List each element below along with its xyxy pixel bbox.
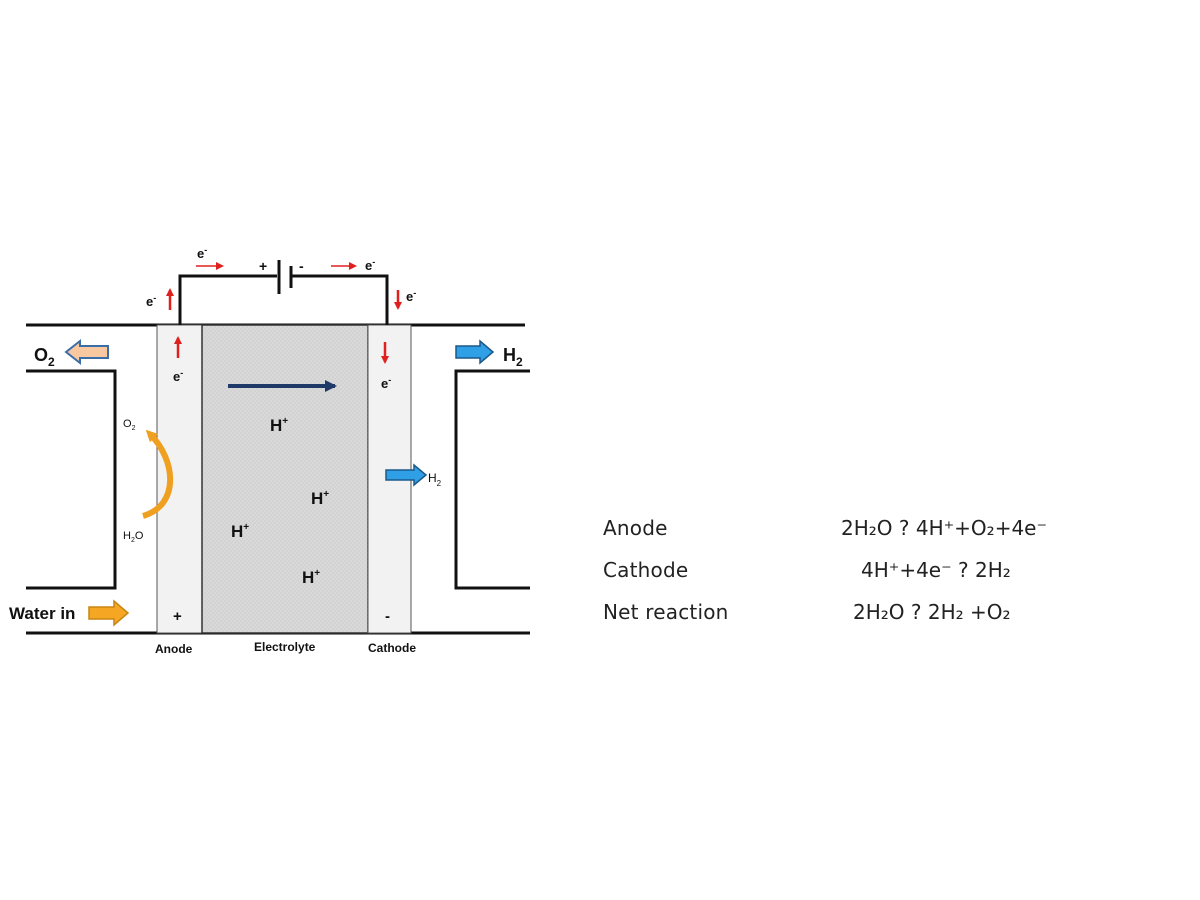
cathode-reaction-equation: 4H⁺+4e⁻ ? 2H₂ (861, 558, 1011, 582)
proton-label-2: H+ (311, 489, 329, 508)
o2-outlet-arrow (64, 338, 109, 366)
reaction-equations: Anode 2H₂O ? 4H⁺+O₂+4e⁻ Cathode 4H⁺+4e⁻ … (603, 514, 1163, 640)
net-reaction-equation: 2H₂O ? 2H₂ +O₂ (853, 600, 1011, 624)
battery-minus-sign: - (299, 258, 304, 274)
h2-cathode-label: H2 (428, 471, 442, 488)
electrolyte-label: Electrolyte (254, 640, 316, 654)
electron-label-anode-wire: e- (146, 293, 156, 309)
anode-plus-sign: + (173, 608, 182, 625)
anode-reaction-row: Anode 2H₂O ? 4H⁺+O₂+4e⁻ (603, 514, 1163, 556)
electron-label-anode: e- (173, 368, 183, 384)
water-oxidation-curved-arrow (141, 429, 174, 519)
net-reaction-name: Net reaction (603, 600, 729, 624)
h2-cathode-arrow (385, 463, 428, 487)
anode-label: Anode (155, 642, 193, 656)
cathode-reaction-row: Cathode 4H⁺+4e⁻ ? 2H₂ (603, 556, 1163, 598)
cathode-label: Cathode (368, 641, 416, 655)
proton-label-3: H+ (231, 522, 249, 541)
external-circuit-wire (178, 274, 389, 325)
electron-label-top-right: e- (365, 257, 375, 273)
o2-anode-label: O2 (123, 418, 136, 432)
anode-reaction-name: Anode (603, 516, 668, 540)
proton-label-4: H+ (302, 568, 320, 587)
h2-outlet-label: H2 (503, 345, 523, 369)
water-in-label: Water in (9, 604, 75, 623)
electron-label-top-left: e- (197, 245, 207, 261)
electrolyte-region (201, 324, 369, 634)
electron-label-cathode: e- (381, 375, 391, 391)
net-reaction-row: Net reaction 2H₂O ? 2H₂ +O₂ (603, 598, 1163, 640)
battery-plus-sign: + (259, 258, 267, 274)
h2o-anode-label: H2O (123, 530, 144, 544)
anode-reaction-equation: 2H₂O ? 4H⁺+O₂+4e⁻ (841, 516, 1048, 540)
cathode-reaction-name: Cathode (603, 558, 689, 582)
water-in-arrow (88, 599, 130, 627)
h2-outlet-arrow (455, 339, 495, 365)
anode-electrode (156, 324, 203, 634)
proton-label-1: H+ (270, 416, 288, 435)
electron-label-cathode-wire: e- (406, 288, 416, 304)
cathode-minus-sign: - (385, 608, 390, 625)
o2-outlet-label: O2 (34, 345, 55, 369)
